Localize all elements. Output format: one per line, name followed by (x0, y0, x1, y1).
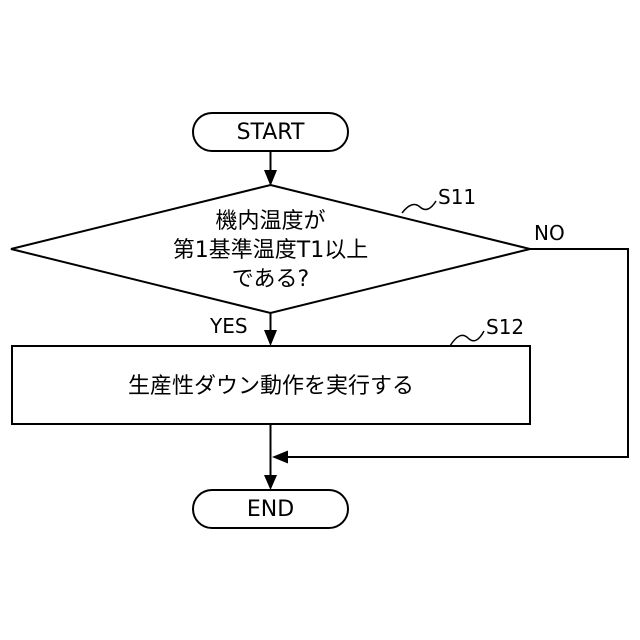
start-label: START (237, 120, 305, 145)
process-node: 生産性ダウン動作を実行する (12, 346, 530, 424)
decision-line-1: 機内温度が (215, 209, 325, 234)
decision-line-3: である? (232, 267, 309, 292)
no-branch-label: NO (534, 221, 565, 245)
process-label: 生産性ダウン動作を実行する (128, 374, 414, 399)
decision-line-2: 第1基準温度T1以上 (173, 238, 368, 263)
arrowhead-start-decision (264, 170, 277, 186)
end-node: END (193, 490, 348, 528)
step-s11-label: S11 (438, 185, 476, 209)
step-s12-label: S12 (486, 315, 524, 339)
step-s11-leader (402, 201, 436, 213)
arrowhead-process-end (264, 475, 277, 490)
start-node: START (193, 113, 348, 151)
yes-branch-label: YES (209, 314, 248, 338)
step-s12-leader (450, 331, 484, 346)
arrowhead-decision-process (264, 330, 277, 346)
end-label: END (247, 497, 294, 522)
arrowhead-no-branch (272, 451, 288, 464)
